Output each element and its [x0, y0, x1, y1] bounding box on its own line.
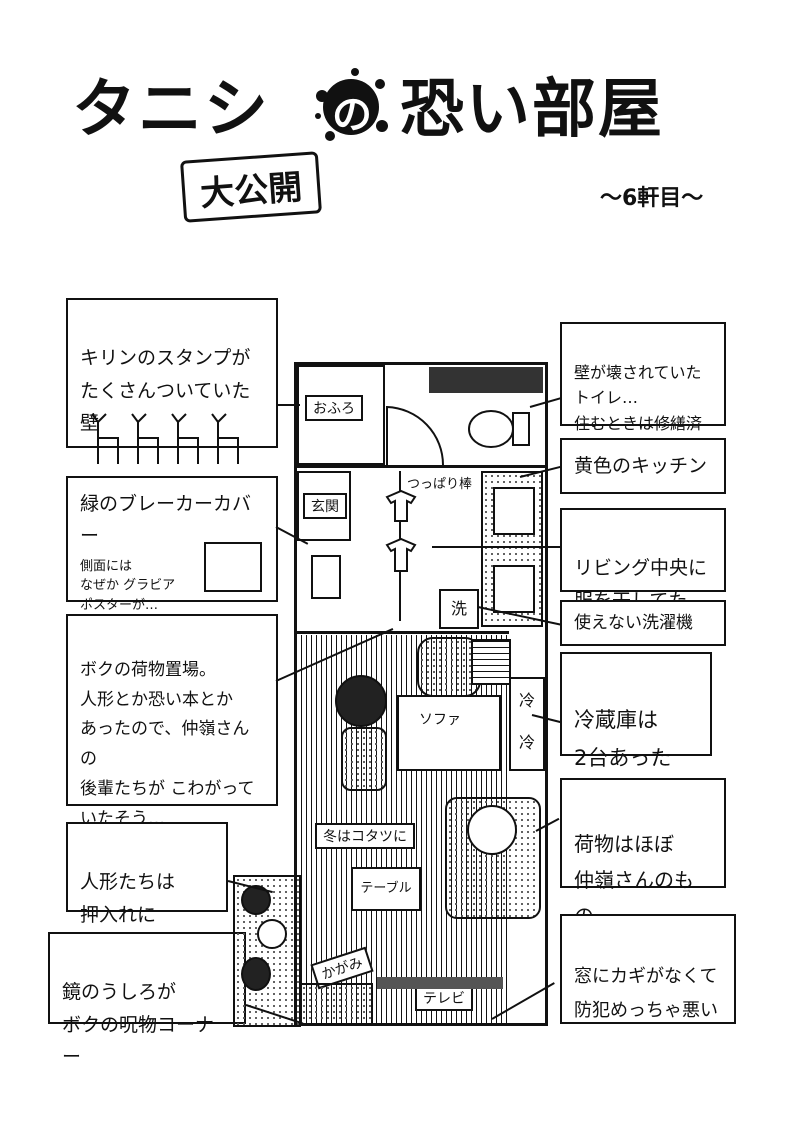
mirror-dolls — [299, 983, 373, 1025]
title-badge: 大公開 — [180, 151, 322, 223]
callout-fridge-text: 冷蔵庫は 2台あった — [574, 707, 672, 770]
callout-mirror: 鏡のうしろが ボクの呪物コーナー — [48, 932, 246, 1068]
pole-label: つっぱり棒 — [407, 473, 473, 492]
shirt-icon — [381, 489, 421, 593]
callout-toilet: 壁が壊されていた トイレ… 住むときは修繕済み — [560, 322, 726, 458]
tanishi-body — [341, 727, 387, 791]
callout-storage-text: ボクの荷物置場。 人形とか恐い本とか あったので、仲嶺さんの 後輩たちが こわが… — [80, 659, 255, 829]
callout-dolls-closet: 人形たちは 押入れに — [66, 822, 228, 926]
fridge1-label: 冷 — [518, 691, 535, 710]
callout-kitchen: 黄色のキッチン — [560, 438, 726, 494]
bath-room: おふろ — [297, 365, 385, 465]
callout-fridge: 冷蔵庫は 2台あった — [560, 652, 712, 770]
breaker-box — [311, 555, 341, 599]
callout-belongings: 荷物はほぼ 仲嶺さんのもの — [560, 778, 726, 928]
washer: 洗 — [439, 589, 479, 629]
callout-kitchen-text: 黄色のキッチン — [574, 455, 708, 477]
kitchen-sink — [493, 487, 535, 535]
bath-label: おふろ — [305, 395, 363, 421]
fridges: 冷 冷 — [509, 677, 545, 771]
table-label: テーブル — [360, 881, 412, 896]
breaker-box-icon — [204, 542, 262, 592]
callout-living: リビング中央に 服を干してた — [560, 508, 726, 612]
episode-label: 〜6軒目〜 — [600, 186, 704, 211]
callout-breaker-title: 緑のブレーカーカバー — [80, 493, 252, 548]
fridge2-label: 冷 — [518, 733, 535, 752]
entrance: 玄関 — [297, 471, 351, 541]
washer-label: 洗 — [450, 599, 467, 618]
doll-2 — [257, 919, 287, 949]
sofa-label: ソファ — [419, 712, 461, 728]
leader-giraffe — [276, 404, 300, 406]
kotatsu-label: 冬はコタツに — [315, 823, 415, 849]
title-badge-text: 大公開 — [198, 166, 304, 215]
tv-stand — [377, 977, 503, 989]
callout-window: 窓にカギがなくて 防犯めっちゃ悪い — [560, 914, 736, 1024]
storage-pile — [417, 637, 481, 697]
leader-living — [432, 546, 560, 548]
toilet-icon — [467, 407, 531, 455]
floor-plan: おふろ 玄関 つっぱり棒 洗 冷 冷 ソファ — [233, 362, 548, 1027]
title-part1: タニシ — [72, 73, 270, 147]
callout-giraffe-wall: キリンのスタンプが たくさんついていた壁 — [66, 298, 278, 465]
tanishi-head — [335, 675, 387, 727]
book-stack — [471, 639, 511, 685]
doll-3 — [241, 957, 271, 991]
table: テーブル — [351, 867, 421, 911]
living-divider — [297, 631, 509, 634]
toilet-wall-damage — [429, 367, 543, 393]
sofa: ソファ — [397, 695, 501, 771]
giraffe-icon — [88, 376, 258, 477]
splat-icon: の — [310, 66, 392, 148]
callout-mirror-text: 鏡のうしろが ボクの呪物コーナー — [62, 981, 215, 1068]
bath-divider — [297, 465, 545, 468]
entrance-label: 玄関 — [303, 493, 347, 519]
nakamine-head — [467, 805, 517, 855]
callout-breaker-cover: 緑のブレーカーカバー 側面には なぜか グラビア ポスターが… — [66, 476, 278, 613]
kitchen-counter — [481, 471, 543, 627]
title-part2: 恐い部屋 — [400, 73, 664, 147]
callout-washer: 使えない洗濯機 — [560, 600, 726, 646]
futon — [445, 797, 541, 919]
callout-storage: ボクの荷物置場。 人形とか恐い本とか あったので、仲嶺さんの 後輩たちが こわが… — [66, 614, 278, 829]
callout-giraffe-text: キリンのスタンプが たくさんついていた壁 — [80, 347, 251, 434]
callout-washer-text: 使えない洗濯機 — [574, 613, 693, 633]
callout-dolls-text: 人形たちは 押入れに — [80, 871, 176, 926]
callout-window-text: 窓にカギがなくて 防犯めっちゃ悪い — [574, 966, 718, 1022]
callout-breaker-note: 側面には なぜか グラビア ポスターが… — [80, 558, 176, 613]
kitchen-stove — [493, 565, 535, 613]
title-no: の — [332, 92, 372, 138]
bath-door-icon — [385, 405, 445, 471]
